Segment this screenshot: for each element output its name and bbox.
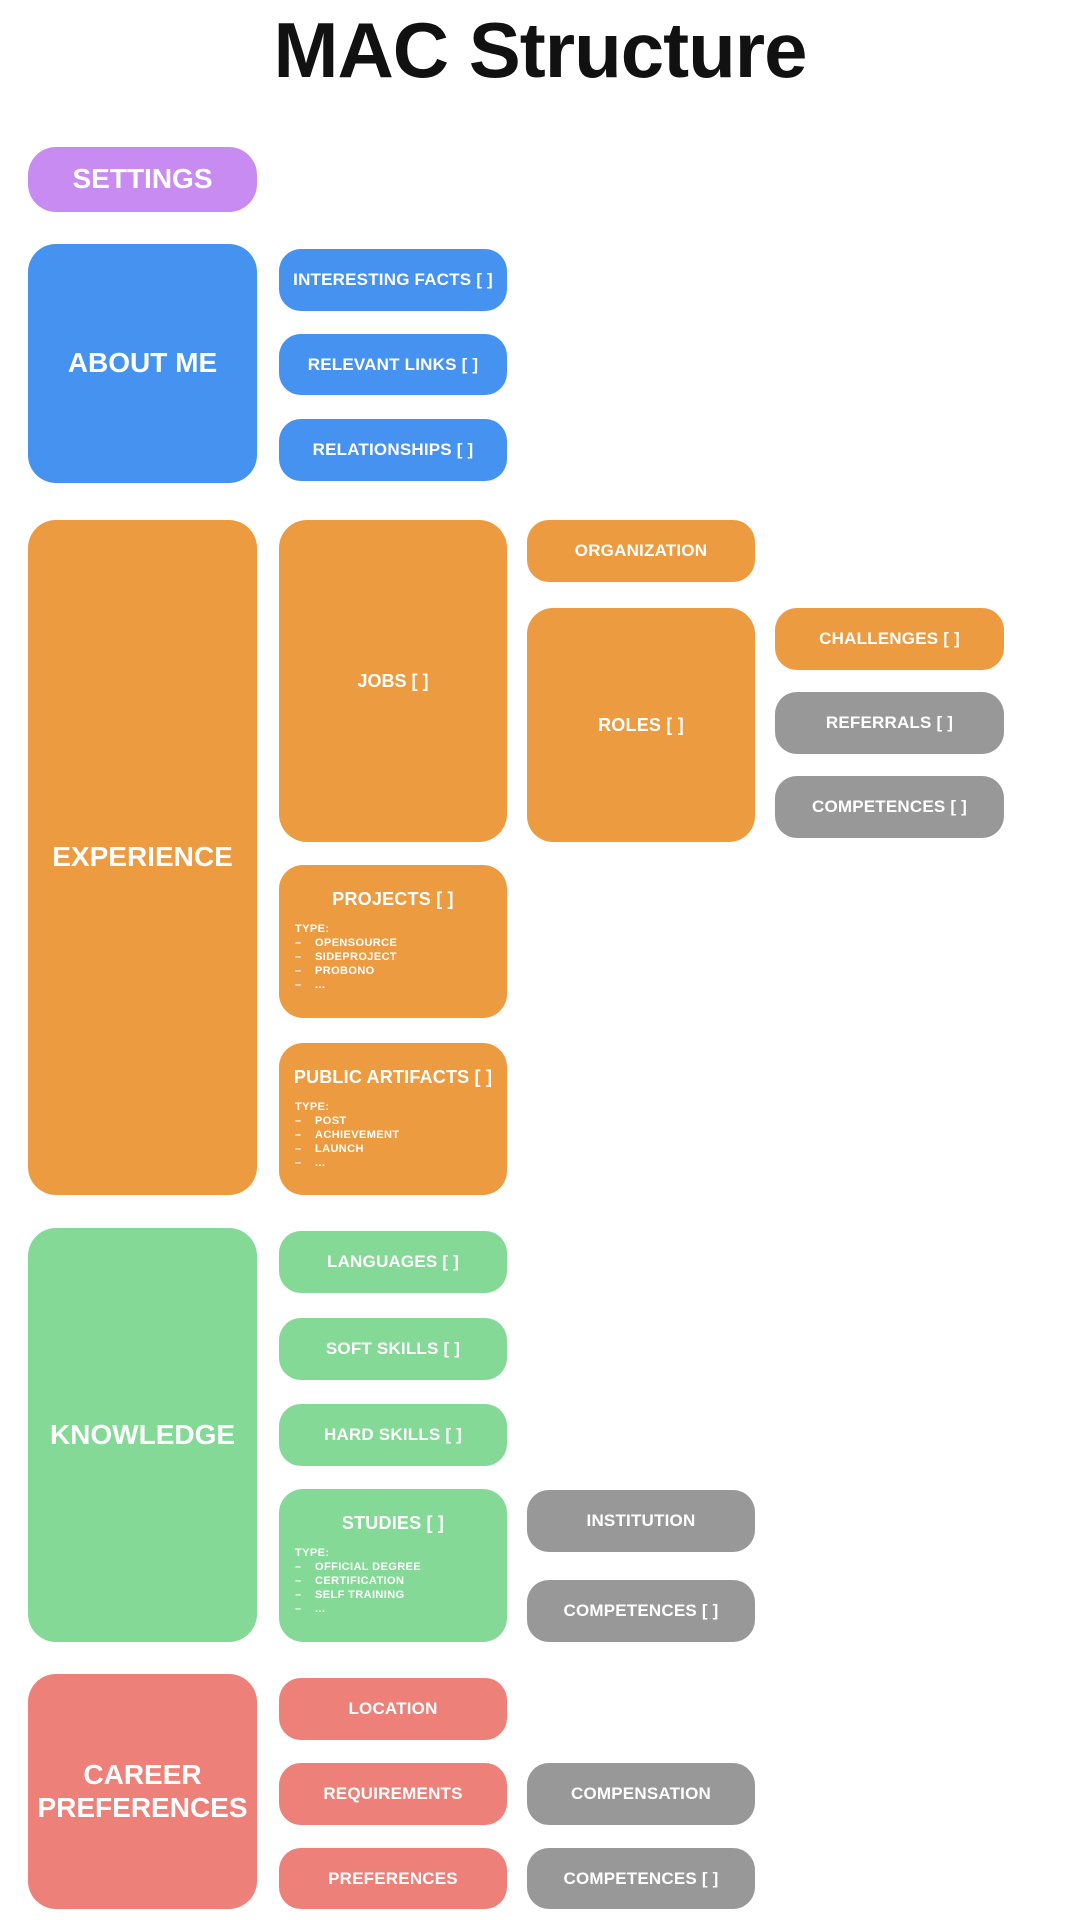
node-institution[interactable]: INSTITUTION <box>527 1490 755 1552</box>
node-relevant-links-label: RELEVANT LINKS [ ] <box>307 354 479 374</box>
node-competences-studies[interactable]: COMPETENCES [ ] <box>527 1580 755 1642</box>
node-requirements[interactable]: REQUIREMENTS <box>279 1763 507 1825</box>
type-item: SIDEPROJECT <box>279 950 507 964</box>
node-interesting-facts-label: INTERESTING FACTS [ ] <box>293 270 493 290</box>
node-interesting-facts[interactable]: INTERESTING FACTS [ ] <box>279 249 507 311</box>
node-about-me[interactable]: ABOUT ME <box>28 244 257 483</box>
type-heading: TYPE: <box>295 1547 330 1559</box>
page-title: MAC Structure <box>273 6 807 94</box>
node-jobs[interactable]: JOBS [ ] <box>279 520 507 842</box>
node-public-artifacts-label: PUBLIC ARTIFACTS [ ] <box>293 1067 493 1087</box>
type-item: OPENSOURCE <box>279 936 507 950</box>
node-compensation-label: COMPENSATION <box>571 1784 711 1804</box>
node-settings-label: SETTINGS <box>72 163 213 195</box>
studies-type-list: TYPE: OFFICIAL DEGREE CERTIFICATION SELF… <box>279 1546 507 1616</box>
node-preferences[interactable]: PREFERENCES <box>279 1848 507 1909</box>
node-referrals[interactable]: REFERRALS [ ] <box>775 692 1004 754</box>
node-hard-skills-label: HARD SKILLS [ ] <box>323 1425 463 1445</box>
node-requirements-label: REQUIREMENTS <box>323 1784 463 1804</box>
node-settings[interactable]: SETTINGS <box>28 147 257 212</box>
type-heading: TYPE: <box>295 923 330 935</box>
node-competences-roles[interactable]: COMPETENCES [ ] <box>775 776 1004 838</box>
node-projects[interactable]: PROJECTS [ ] TYPE: OPENSOURCE SIDEPROJEC… <box>279 865 507 1018</box>
node-soft-skills[interactable]: SOFT SKILLS [ ] <box>279 1318 507 1380</box>
node-career-preferences[interactable]: CAREER PREFERENCES <box>28 1674 257 1909</box>
type-item: ACHIEVEMENT <box>279 1128 507 1142</box>
type-item: OFFICIAL DEGREE <box>279 1560 507 1574</box>
node-languages-label: LANGUAGES [ ] <box>327 1252 459 1272</box>
type-item: POST <box>279 1114 507 1128</box>
node-studies[interactable]: STUDIES [ ] TYPE: OFFICIAL DEGREE CERTIF… <box>279 1489 507 1642</box>
node-competences-career-label: COMPETENCES [ ] <box>563 1868 719 1888</box>
node-location[interactable]: LOCATION <box>279 1678 507 1740</box>
node-compensation[interactable]: COMPENSATION <box>527 1763 755 1825</box>
node-hard-skills[interactable]: HARD SKILLS [ ] <box>279 1404 507 1466</box>
node-competences-career[interactable]: COMPETENCES [ ] <box>527 1848 755 1909</box>
type-item: PROBONO <box>279 964 507 978</box>
node-competences-roles-label: COMPETENCES [ ] <box>811 797 968 817</box>
node-knowledge-label: KNOWLEDGE <box>49 1418 236 1450</box>
node-referrals-label: REFERRALS [ ] <box>825 713 954 733</box>
projects-type-list: TYPE: OPENSOURCE SIDEPROJECT PROBONO ... <box>279 922 507 992</box>
node-soft-skills-label: SOFT SKILLS [ ] <box>325 1339 461 1359</box>
node-preferences-label: PREFERENCES <box>328 1868 458 1888</box>
type-item: ... <box>279 978 507 992</box>
node-knowledge[interactable]: KNOWLEDGE <box>28 1228 257 1642</box>
node-organization[interactable]: ORGANIZATION <box>527 520 755 582</box>
node-competences-studies-label: COMPETENCES [ ] <box>563 1601 719 1621</box>
node-experience-label: EXPERIENCE <box>52 841 233 873</box>
public-artifacts-type-list: TYPE: POST ACHIEVEMENT LAUNCH ... <box>279 1100 507 1170</box>
type-item: ... <box>279 1602 507 1616</box>
type-item: CERTIFICATION <box>279 1574 507 1588</box>
type-item: LAUNCH <box>279 1142 507 1156</box>
node-languages[interactable]: LANGUAGES [ ] <box>279 1231 507 1293</box>
node-organization-label: ORGANIZATION <box>574 541 708 561</box>
node-career-preferences-label: CAREER PREFERENCES <box>37 1759 248 1823</box>
node-challenges-label: CHALLENGES [ ] <box>819 629 960 649</box>
node-experience[interactable]: EXPERIENCE <box>28 520 257 1195</box>
node-relationships[interactable]: RELATIONSHIPS [ ] <box>279 419 507 481</box>
node-institution-label: INSTITUTION <box>586 1511 696 1531</box>
type-item: SELF TRAINING <box>279 1588 507 1602</box>
type-heading: TYPE: <box>295 1101 330 1113</box>
node-public-artifacts[interactable]: PUBLIC ARTIFACTS [ ] TYPE: POST ACHIEVEM… <box>279 1043 507 1195</box>
node-projects-label: PROJECTS [ ] <box>332 889 454 909</box>
type-item: ... <box>279 1156 507 1170</box>
node-challenges[interactable]: CHALLENGES [ ] <box>775 608 1004 670</box>
node-jobs-label: JOBS [ ] <box>357 670 429 691</box>
node-relevant-links[interactable]: RELEVANT LINKS [ ] <box>279 334 507 395</box>
node-relationships-label: RELATIONSHIPS [ ] <box>312 440 474 460</box>
node-location-label: LOCATION <box>348 1699 438 1719</box>
node-about-me-label: ABOUT ME <box>67 347 218 379</box>
node-studies-label: STUDIES [ ] <box>341 1513 445 1533</box>
node-roles-label: ROLES [ ] <box>598 714 684 735</box>
node-roles[interactable]: ROLES [ ] <box>527 608 755 842</box>
